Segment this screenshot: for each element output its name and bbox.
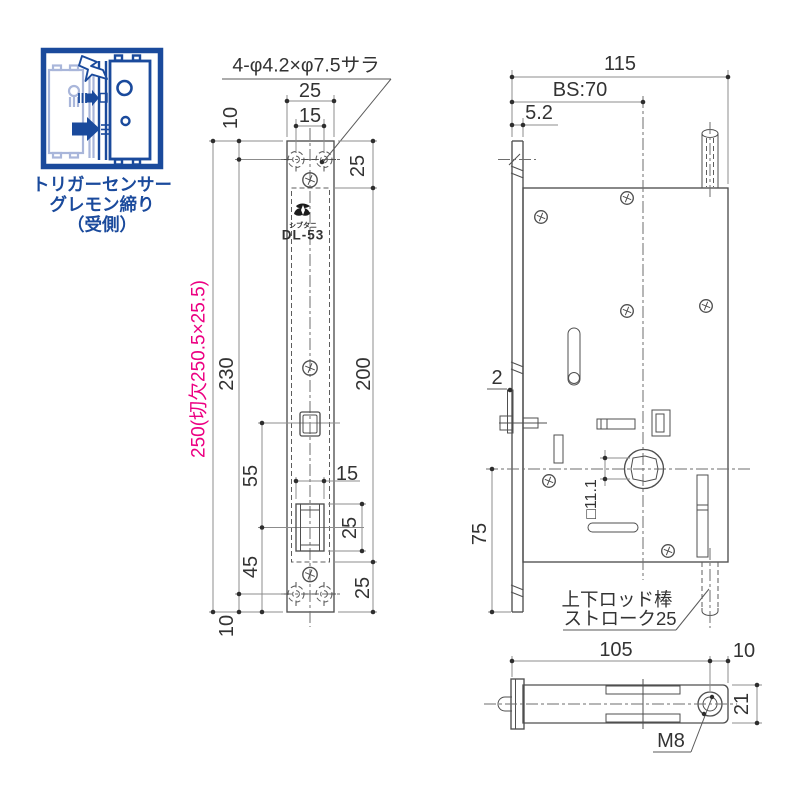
- dim-latch-height: 25: [339, 516, 361, 540]
- shibutani-logo-mark: [294, 203, 310, 216]
- case-screw: [620, 304, 634, 318]
- thread-label: M8: [657, 730, 685, 752]
- dim-latch-to-bottom: 45: [240, 555, 262, 579]
- dim-sensor-protrusion: 2: [491, 367, 503, 389]
- dim-top-to-cutout: 25: [347, 154, 369, 178]
- case-screw: [542, 474, 556, 488]
- dim-latch-width: 15: [335, 463, 359, 485]
- rod-note-line2: ストローク25: [563, 607, 677, 629]
- icon-sensor-arrow: [78, 90, 108, 106]
- trigger-sensor-icon: [40, 47, 164, 170]
- lightning-icon: [78, 55, 108, 82]
- dim-case-length: 105: [599, 639, 633, 661]
- dim-spindle-square: □11.1: [583, 479, 600, 519]
- dim-center-height: 75: [469, 522, 491, 546]
- bottom-case-outline: [522, 684, 729, 724]
- brand-logo-text: シブタニ: [289, 222, 317, 230]
- lock-case-outline: [522, 187, 729, 563]
- front-view-dimensions: [209, 78, 392, 615]
- dim-cutout-length: 200: [353, 357, 375, 391]
- spindle-follower: [623, 448, 665, 490]
- dim-plate-width: 25: [298, 80, 322, 102]
- dim-top-edge-offset: 10: [220, 106, 242, 130]
- icon-right-door: [108, 54, 152, 166]
- icon-left-door: [47, 64, 85, 159]
- hole-note-label: 4-φ4.2×φ7.5サラ: [232, 54, 380, 77]
- case-screw: [534, 210, 548, 224]
- dim-backset: BS:70: [552, 79, 608, 101]
- model-number: DL-53: [281, 227, 325, 243]
- dim-rod-to-edge: 10: [732, 640, 756, 662]
- rod-note-line1: 上下ロッド棒: [561, 588, 673, 610]
- dim-case-width: 115: [604, 53, 636, 75]
- dim-hole-pitch-top: 15: [298, 105, 322, 127]
- latch-opening: [295, 503, 325, 552]
- dim-case-height: 21: [731, 692, 753, 716]
- icon-caption-line1: トリガーセンサー: [32, 174, 172, 195]
- case-screw: [661, 544, 675, 558]
- front-view: [258, 128, 364, 627]
- side-faceplate: [508, 140, 524, 613]
- dim-faceplate-offset: 5.2: [525, 102, 553, 124]
- dim-square-to-latch: 55: [240, 464, 262, 488]
- dim-cutout-to-bottom: 25: [352, 576, 374, 600]
- case-screw: [620, 191, 634, 205]
- internal-mechanism: [499, 327, 709, 558]
- icon-caption-line2: グレモン締り: [49, 194, 155, 215]
- dim-overall-with-cutout: 250(切欠250.5×25.5): [188, 280, 210, 458]
- side-view-dimensions: [487, 70, 731, 631]
- top-rod: [701, 122, 719, 198]
- dim-hole-span: 230: [216, 357, 238, 391]
- bottom-view: [484, 678, 737, 730]
- case-screw: [699, 299, 713, 313]
- bottom-rod: [701, 548, 719, 628]
- sensor-tip: [497, 696, 512, 712]
- square-rod-hole: [299, 411, 321, 437]
- bottom-view-dimensions: [509, 656, 762, 753]
- dim-bottom-edge-offset: 10: [216, 614, 238, 638]
- icon-lock-arrow: [72, 117, 100, 141]
- icon-caption-line3: （受側）: [67, 214, 137, 235]
- side-view: [486, 96, 752, 628]
